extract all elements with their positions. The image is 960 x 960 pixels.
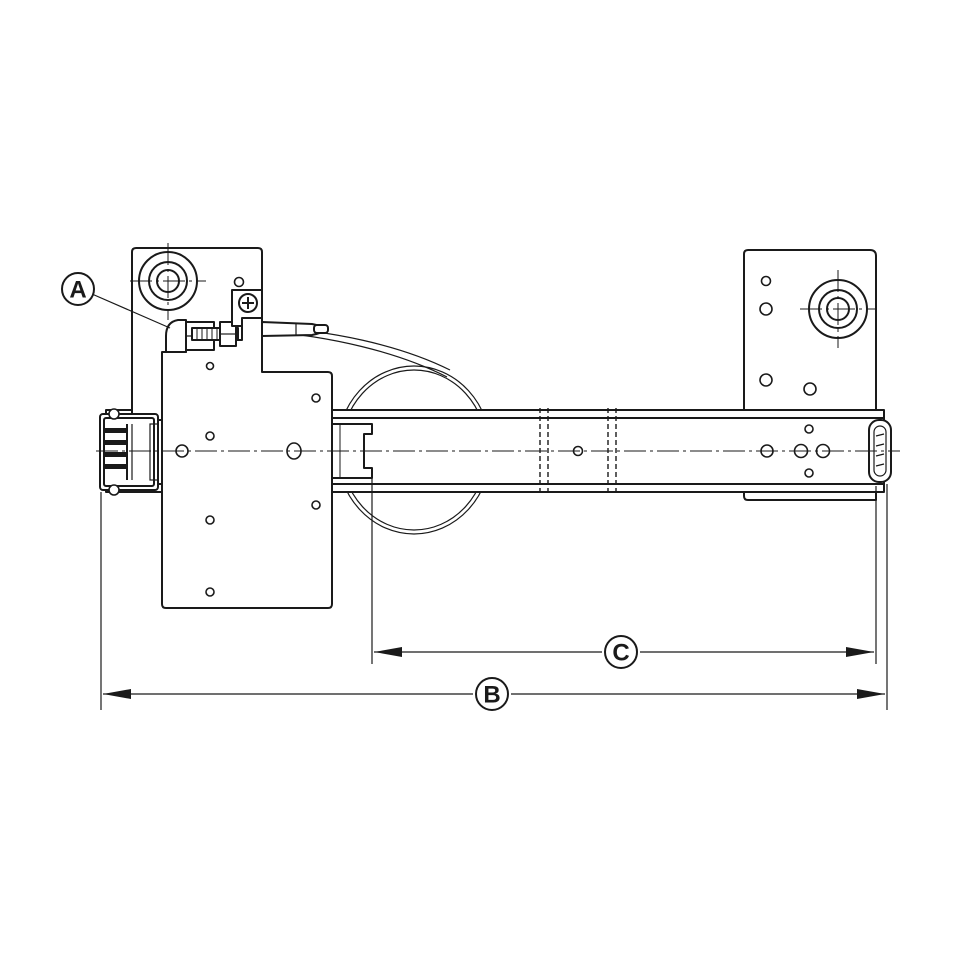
right-pivot-bushing [800, 270, 876, 348]
front-mounting-plate [161, 315, 333, 609]
callout-b-label: B [483, 682, 500, 709]
dimension-b: B [100, 484, 888, 711]
left-end-cap [99, 408, 159, 496]
left-pivot-bushing [130, 243, 206, 320]
callout-c-label: C [612, 640, 629, 667]
callout-a-label: A [69, 277, 86, 304]
dimension-c: C [371, 478, 877, 669]
tension-adjuster [165, 289, 329, 353]
callout-a: A [61, 272, 171, 329]
